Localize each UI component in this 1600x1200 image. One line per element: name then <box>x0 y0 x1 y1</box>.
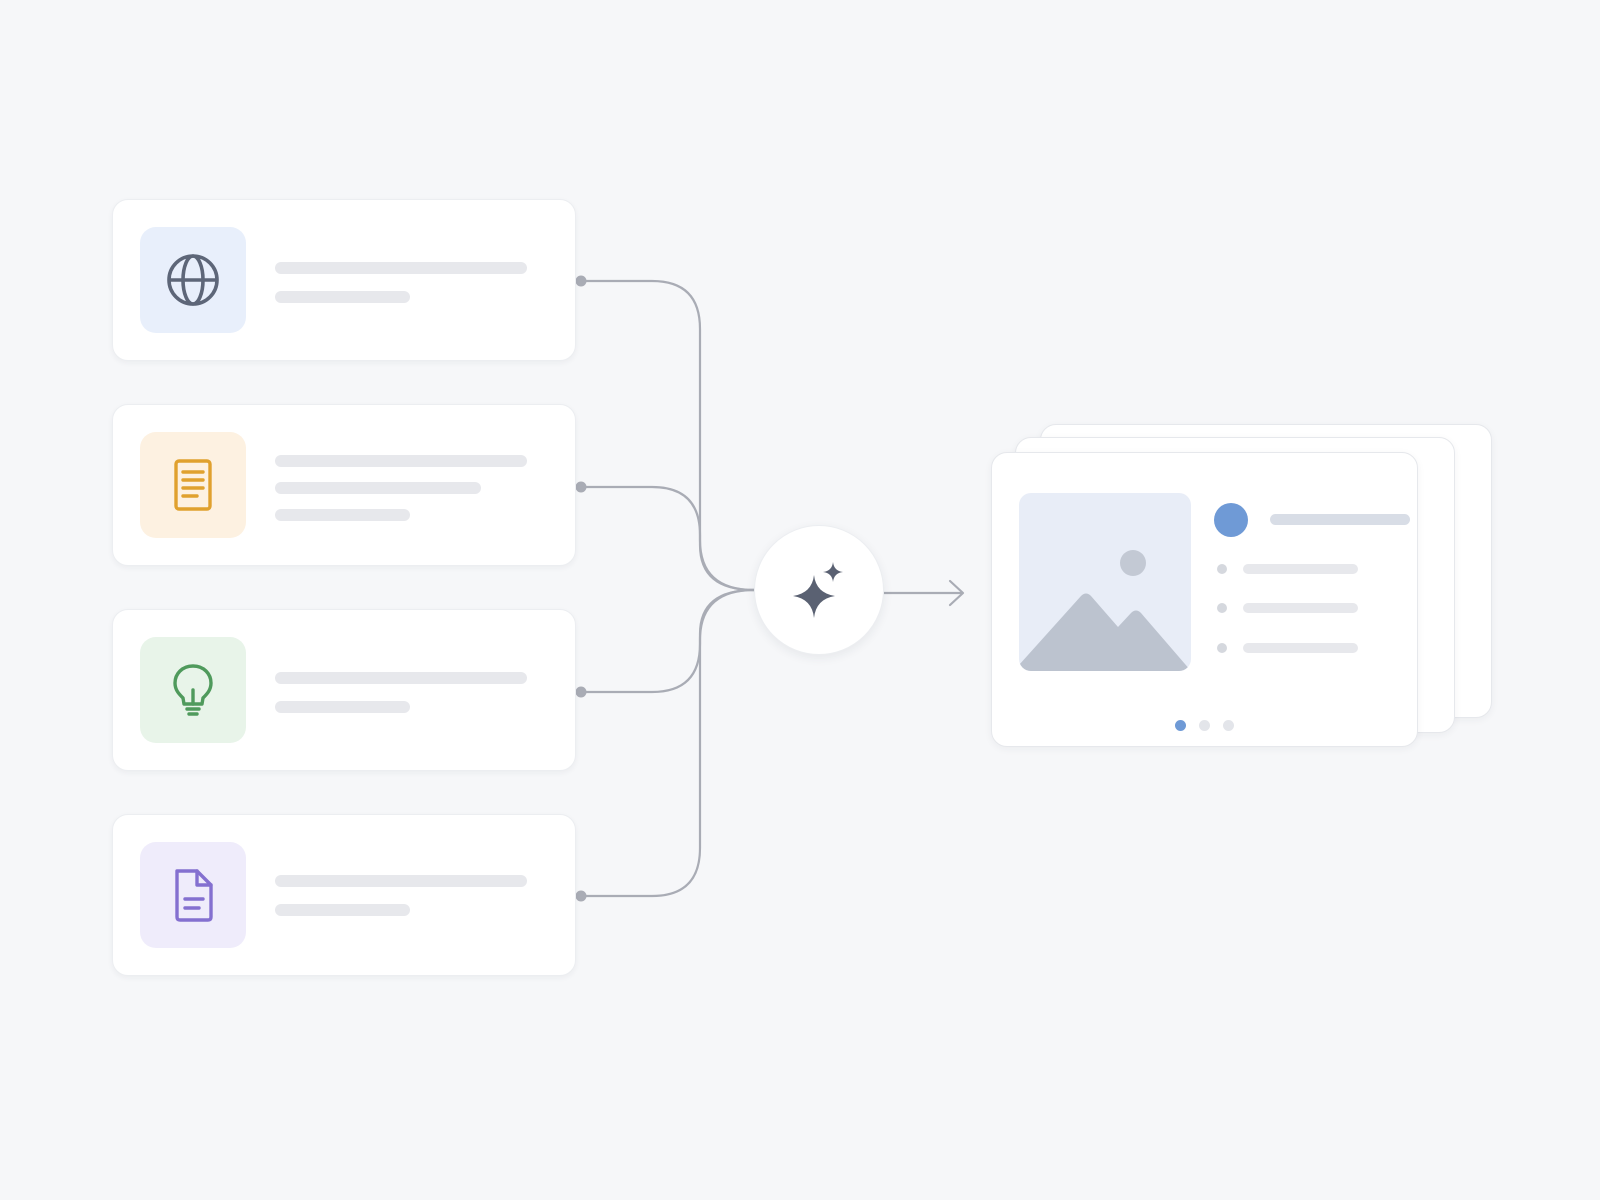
port-dot-document <box>575 890 587 902</box>
image-placeholder <box>1019 493 1191 671</box>
connector-lightbulb <box>583 588 755 694</box>
list-line-skeleton <box>1243 564 1358 574</box>
document-icon <box>175 869 213 922</box>
bullet-point <box>1217 643 1227 653</box>
bullet-point <box>1217 564 1227 574</box>
title-skeleton <box>275 672 527 684</box>
bullet-point <box>1217 603 1227 613</box>
subtitle-skeleton <box>275 701 410 713</box>
subtitle-skeleton <box>275 509 410 521</box>
icon-tile-notes <box>140 432 246 538</box>
pagination-dot[interactable] <box>1223 720 1234 731</box>
output-card[interactable] <box>991 452 1418 747</box>
connector-notes <box>583 485 755 592</box>
list-line-skeleton <box>1243 603 1358 613</box>
line-skeleton <box>275 482 481 494</box>
pagination-dot-active[interactable] <box>1175 720 1186 731</box>
subtitle-skeleton <box>275 291 410 303</box>
port-dot-lightbulb <box>575 686 587 698</box>
title-skeleton <box>275 262 527 274</box>
image-icon <box>1019 550 1191 671</box>
heading-skeleton <box>1270 514 1410 525</box>
arrow-head-icon <box>948 579 965 607</box>
notes-icon <box>174 459 212 511</box>
icon-tile-document <box>140 842 246 948</box>
icon-tile-web <box>140 227 246 333</box>
source-card-notes[interactable] <box>112 404 576 566</box>
pagination-dot[interactable] <box>1199 720 1210 731</box>
source-card-web[interactable] <box>112 199 576 361</box>
ai-processing-node[interactable] <box>754 525 884 655</box>
list-line-skeleton <box>1243 643 1358 653</box>
lightbulb-icon <box>173 664 213 716</box>
title-skeleton <box>275 875 527 887</box>
globe-icon <box>167 254 219 306</box>
port-dot-notes <box>575 481 587 493</box>
avatar <box>1214 503 1248 537</box>
port-dot-globe <box>575 275 587 287</box>
icon-tile-ideas <box>140 637 246 743</box>
source-card-ideas[interactable] <box>112 609 576 771</box>
connector-globe <box>583 279 755 592</box>
title-skeleton <box>275 455 527 467</box>
sparkle-icon <box>793 562 843 618</box>
source-card-document[interactable] <box>112 814 576 976</box>
subtitle-skeleton <box>275 904 410 916</box>
connector-document <box>583 588 755 898</box>
